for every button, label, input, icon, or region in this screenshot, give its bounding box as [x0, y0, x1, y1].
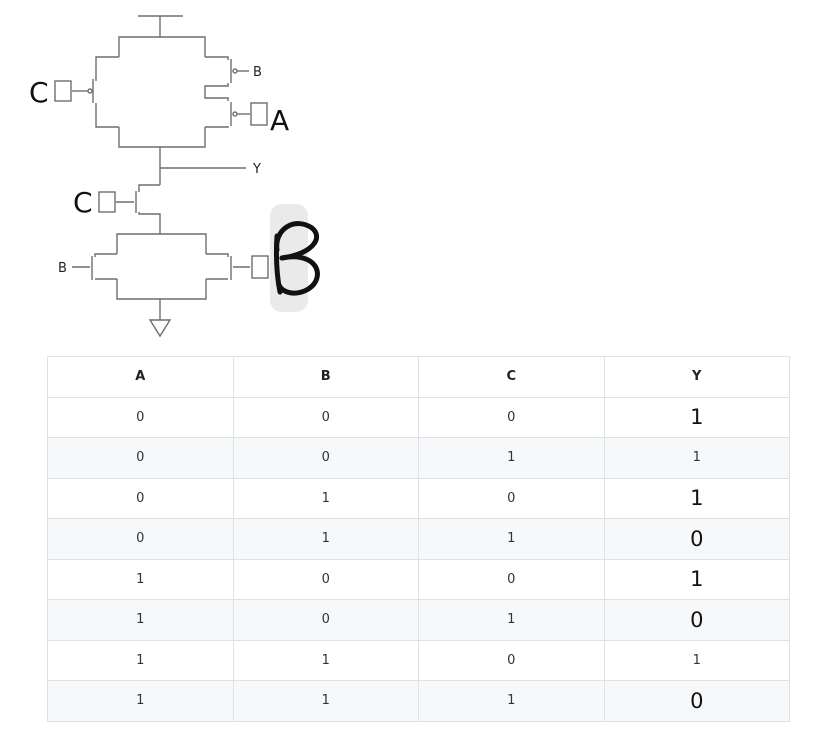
cell-b: 1 — [232, 680, 419, 722]
pull-down-network — [72, 233, 269, 300]
cell-c: 1 — [418, 680, 605, 722]
cell-y: 1 — [603, 558, 790, 600]
cell-a: 1 — [47, 558, 234, 600]
header-a: A — [47, 356, 234, 398]
cell-b: 1 — [232, 477, 419, 519]
table-row: 0 0 1 1 — [47, 437, 790, 479]
cell-c: 1 — [418, 437, 605, 479]
cell-y: 1 — [603, 477, 790, 519]
cell-c: 1 — [418, 599, 605, 641]
cell-b: 1 — [232, 518, 419, 560]
cell-a: 0 — [47, 437, 234, 479]
nmos-c-transistor — [98, 184, 161, 234]
table-row: 1 0 1 0 — [47, 599, 790, 641]
cell-y: 0 — [603, 518, 790, 560]
label-y-output: Y — [252, 162, 261, 177]
cell-y: 1 — [603, 396, 790, 438]
header-b: B — [232, 356, 419, 398]
cell-a: 0 — [47, 518, 234, 560]
cell-y: 0 — [603, 680, 790, 722]
cell-b: 0 — [232, 437, 419, 479]
cell-a: 0 — [47, 396, 234, 438]
cell-c: 0 — [418, 639, 605, 681]
handwritten-b-annotation — [270, 204, 320, 312]
table-row: 0 0 0 1 — [47, 396, 790, 438]
table-row: 0 1 1 0 — [47, 518, 790, 560]
label-c-top: C — [29, 76, 49, 109]
table-row: 1 1 1 0 — [47, 680, 790, 722]
label-c-mid: C — [73, 186, 93, 219]
cmos-circuit-diagram: C B A Y C B — [29, 15, 320, 338]
table-row: 0 1 0 1 — [47, 477, 790, 519]
cell-b: 0 — [232, 558, 419, 600]
cell-y: 1 — [603, 437, 790, 479]
cell-b: 1 — [232, 639, 419, 681]
cell-c: 0 — [418, 396, 605, 438]
table-row: 1 1 0 1 — [47, 639, 790, 681]
label-a-top: A — [270, 104, 289, 137]
cell-b: 0 — [232, 599, 419, 641]
cell-b: 0 — [232, 396, 419, 438]
header-c: C — [418, 356, 605, 398]
cell-a: 1 — [47, 639, 234, 681]
ground-symbol — [148, 319, 172, 338]
cell-a: 1 — [47, 599, 234, 641]
cell-a: 0 — [47, 477, 234, 519]
pull-up-network — [54, 36, 268, 148]
label-b-left: B — [58, 261, 67, 276]
cell-a: 1 — [47, 680, 234, 722]
header-y: Y — [603, 356, 790, 398]
cell-c: 0 — [418, 558, 605, 600]
label-b-top: B — [253, 65, 262, 80]
cell-y: 1 — [603, 639, 790, 681]
table-header-row: A B C Y — [47, 356, 790, 398]
cell-y: 0 — [603, 599, 790, 641]
table-row: 1 0 0 1 — [47, 558, 790, 600]
cell-c: 0 — [418, 477, 605, 519]
truth-table: A B C Y 0 0 0 1 0 0 1 1 0 1 0 1 0 1 1 0 — [47, 356, 790, 722]
cell-c: 1 — [418, 518, 605, 560]
